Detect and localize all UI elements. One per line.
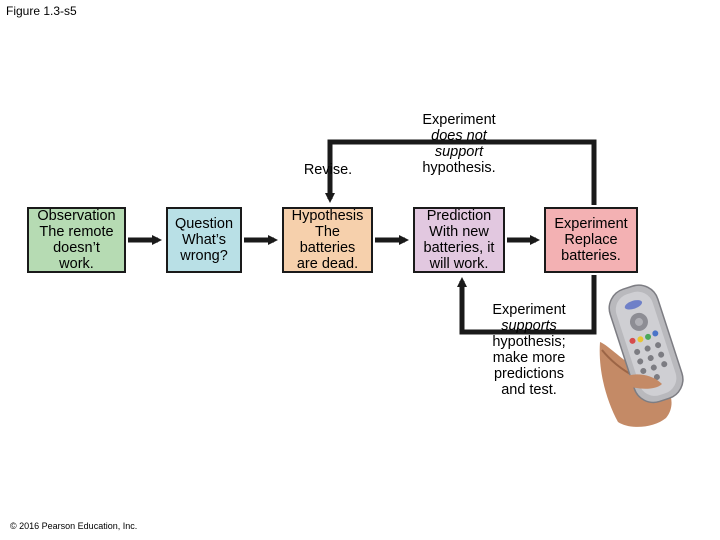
prediction-line: batteries, it: [423, 240, 495, 256]
hypothesis-line: are dead.: [296, 256, 359, 272]
label-line: hypothesis.: [422, 160, 496, 176]
remote-control-in-hand-image: [599, 284, 684, 427]
label-line: support: [434, 144, 484, 160]
revise-text: Revise.: [303, 162, 353, 178]
question-box: Question What’s wrong?: [166, 207, 242, 273]
arrow-supports-loop: [457, 275, 597, 335]
arrow-revise-loop: [325, 139, 597, 205]
observation-title: Observation: [37, 208, 116, 224]
label-line: and test.: [501, 382, 557, 398]
label-line: does not: [431, 128, 487, 144]
experiment-not-support-label: Experiment does not support hypothesis.: [404, 112, 514, 176]
question-title: Question: [174, 216, 234, 232]
experiment-title: Experiment: [554, 216, 628, 232]
figure-label: Figure 1.3-s5: [6, 4, 77, 18]
experiment-line: batteries.: [561, 248, 621, 264]
prediction-title: Prediction: [426, 208, 492, 224]
label-line: hypothesis;: [492, 334, 566, 350]
observation-line: doesn’t: [53, 240, 100, 256]
label-line: Experiment: [492, 302, 566, 318]
label-line: make more: [492, 350, 566, 366]
observation-box: Observation The remote doesn’t work.: [27, 207, 126, 273]
question-line: wrong?: [180, 248, 228, 264]
copyright-notice: © 2016 Pearson Education, Inc.: [10, 521, 138, 531]
label-line: predictions: [493, 366, 565, 382]
label-line: supports: [501, 318, 557, 334]
revise-label: Revise.: [288, 162, 368, 178]
experiment-box: Experiment Replace batteries.: [544, 207, 638, 273]
hypothesis-line: batteries: [299, 240, 356, 256]
prediction-box: Prediction With new batteries, it will w…: [413, 207, 505, 273]
question-line: What’s: [181, 232, 227, 248]
prediction-line: With new: [429, 224, 489, 240]
experiment-supports-label: Experiment supports hypothesis; make mor…: [474, 302, 584, 398]
experiment-line: Replace: [564, 232, 618, 248]
label-line: Experiment: [422, 112, 496, 128]
hypothesis-box: Hypothesis The batteries are dead.: [282, 207, 373, 273]
observation-line: The remote: [39, 224, 114, 240]
prediction-line: will work.: [429, 256, 489, 272]
observation-line: work.: [59, 256, 94, 272]
hypothesis-title: Hypothesis: [291, 208, 364, 224]
hypothesis-line: The: [315, 224, 340, 240]
